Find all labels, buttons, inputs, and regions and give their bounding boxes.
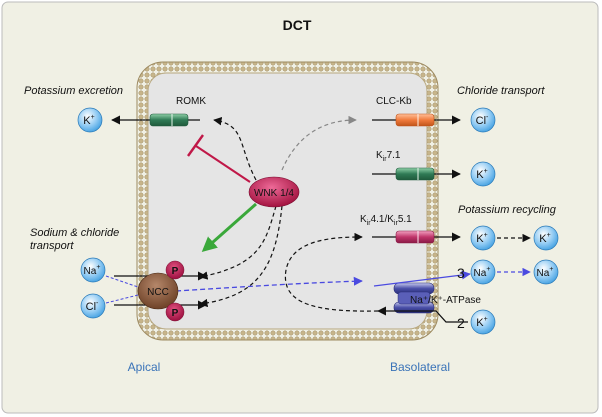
atpase-label: Na⁺/K⁺-ATPase <box>410 295 481 306</box>
kir-recycling-dashed <box>284 232 379 312</box>
wnk-label: WNK 1/4 <box>254 188 294 199</box>
kir71-label: Kir7.1 <box>376 150 401 163</box>
wnk-kinase <box>248 176 300 208</box>
kir41-kir51-label: Kir4.1/Kir5.1 <box>360 214 412 227</box>
svg-text:Cl-: Cl- <box>476 114 489 127</box>
wnk-to-ncc-dashed-upper <box>199 205 277 280</box>
basolateral-label: Basolateral <box>390 360 450 374</box>
clc-kb-channel <box>395 113 435 127</box>
svg-text:K+: K+ <box>539 232 550 245</box>
wnk-activates-ncc-arrow <box>201 202 257 252</box>
kir41-channel <box>395 230 435 244</box>
pump-na-arrow <box>373 270 471 287</box>
ion-k-kir41: K+ <box>470 225 496 251</box>
svg-text:K+: K+ <box>476 316 487 329</box>
wnk-inhibits-romk-line <box>195 145 251 183</box>
romk-channel <box>149 113 189 127</box>
heading-potassium-excretion: Potassium excretion <box>24 85 123 97</box>
wnk-to-clc-dashed <box>281 115 357 171</box>
na-transcellular-dashed <box>175 276 363 292</box>
heading-potassium-recycling: Potassium recycling <box>458 204 557 216</box>
ion-k-excretion: K+ <box>77 107 103 133</box>
apical-label: Apical <box>128 360 161 374</box>
stoich-k: 2 <box>457 315 465 331</box>
svg-text:K+: K+ <box>476 232 487 245</box>
wnk-inhibits-romk-bar <box>187 134 204 157</box>
ion-na-apical: Na+ <box>80 257 106 283</box>
wnk-to-romk-dashed <box>213 117 257 181</box>
heading-sodium-chloride-2: transport <box>30 240 74 252</box>
wnk-to-ncc-dashed-lower <box>199 205 283 308</box>
kir71-channel <box>395 167 435 181</box>
ion-k-recycled: K+ <box>533 225 559 251</box>
svg-text:Na+: Na+ <box>474 266 491 279</box>
stoich-na: 3 <box>457 265 465 281</box>
heading-sodium-chloride-1: Sodium & chloride <box>30 227 119 239</box>
ion-k-kir71: K+ <box>470 161 496 187</box>
ion-cl-basolateral: Cl- <box>470 107 496 133</box>
svg-text:K+: K+ <box>476 168 487 181</box>
phospho-label-bottom: P <box>172 308 179 319</box>
ion-na-pump: Na+ <box>470 259 496 285</box>
na-to-ncc-dashed <box>105 275 139 288</box>
phospho-badge-bottom <box>165 302 185 322</box>
atpase-pump-mid <box>397 291 431 305</box>
clc-kb-label: CLC-Kb <box>376 96 412 107</box>
ion-k-pump: K+ <box>470 309 496 335</box>
ncc-cotransporter <box>137 272 179 310</box>
heading-chloride-transport: Chloride transport <box>457 85 545 97</box>
svg-text:Na+: Na+ <box>84 264 101 277</box>
svg-text:K+: K+ <box>83 114 94 127</box>
romk-label: ROMK <box>176 96 206 107</box>
pump-k-arrow <box>377 306 468 323</box>
cl-to-ncc-dashed <box>105 294 139 304</box>
ion-na-recycled: Na+ <box>533 259 559 285</box>
ion-cl-apical: Cl- <box>80 293 106 319</box>
phospho-label-top: P <box>172 266 179 277</box>
ncc-label: NCC <box>147 287 169 298</box>
svg-text:Na+: Na+ <box>537 266 554 279</box>
phospho-badge-top <box>165 260 185 280</box>
svg-text:Cl-: Cl- <box>86 300 99 313</box>
diagram-title: DCT <box>283 17 312 33</box>
